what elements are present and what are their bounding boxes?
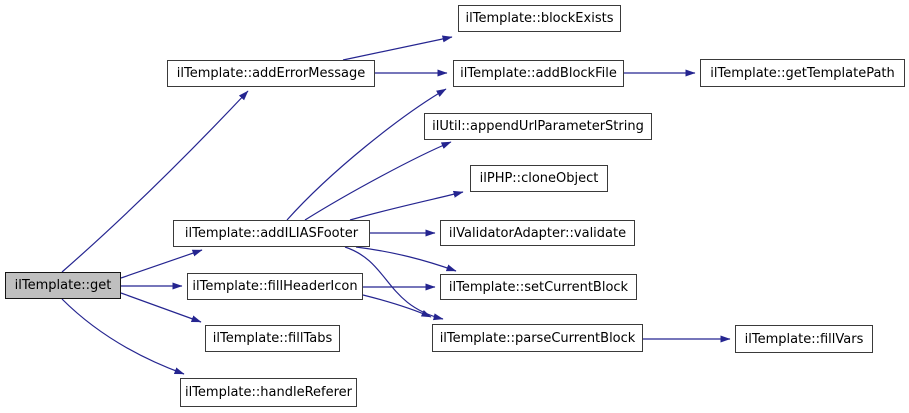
graph-node-handleReferer[interactable]: ilTemplate::handleReferer — [180, 378, 357, 407]
edge-addErrorMessage-to-blockExists — [342, 35, 453, 61]
graph-node-fillTabs[interactable]: ilTemplate::fillTabs — [205, 325, 340, 352]
graph-node-cloneObject[interactable]: ilPHP::cloneObject — [470, 165, 608, 192]
graph-node-appendUrlParameterString[interactable]: ilUtil::appendUrlParameterString — [424, 113, 652, 140]
graph-node-fillHeaderIcon[interactable]: ilTemplate::fillHeaderIcon — [187, 273, 363, 300]
edge-addILIASFooter-to-appendUrlParameterString — [304, 141, 452, 221]
graph-node-parseCurrentBlock[interactable]: ilTemplate::parseCurrentBlock — [432, 324, 643, 352]
graph-node-blockExists[interactable]: ilTemplate::blockExists — [458, 5, 621, 32]
edge-get-to-addErrorMessage — [61, 90, 249, 273]
graph-node-validate[interactable]: ilValidatorAdapter::validate — [440, 220, 635, 246]
edge-addILIASFooter-to-cloneObject — [349, 190, 464, 221]
graph-node-fillVars[interactable]: ilTemplate::fillVars — [735, 325, 873, 353]
edge-get-to-addILIASFooter — [120, 249, 203, 279]
edge-get-to-fillTabs — [120, 292, 202, 323]
graph-node-addErrorMessage[interactable]: ilTemplate::addErrorMessage — [167, 60, 375, 87]
graph-node-addBlockFile[interactable]: ilTemplate::addBlockFile — [453, 60, 624, 87]
graph-node-getTemplatePath[interactable]: ilTemplate::getTemplatePath — [700, 59, 905, 87]
edge-get-to-handleReferer — [61, 298, 185, 375]
graph-node-addILIASFooter[interactable]: ilTemplate::addILIASFooter — [173, 220, 370, 247]
graph-node-setCurrentBlock[interactable]: ilTemplate::setCurrentBlock — [440, 274, 637, 300]
edge-fillHeaderIcon-to-parseCurrentBlock — [362, 294, 432, 318]
edge-addILIASFooter-to-setCurrentBlock — [355, 246, 457, 272]
edge-addILIASFooter-to-addBlockFile — [286, 88, 447, 221]
graph-node-get: ilTemplate::get — [5, 272, 121, 299]
